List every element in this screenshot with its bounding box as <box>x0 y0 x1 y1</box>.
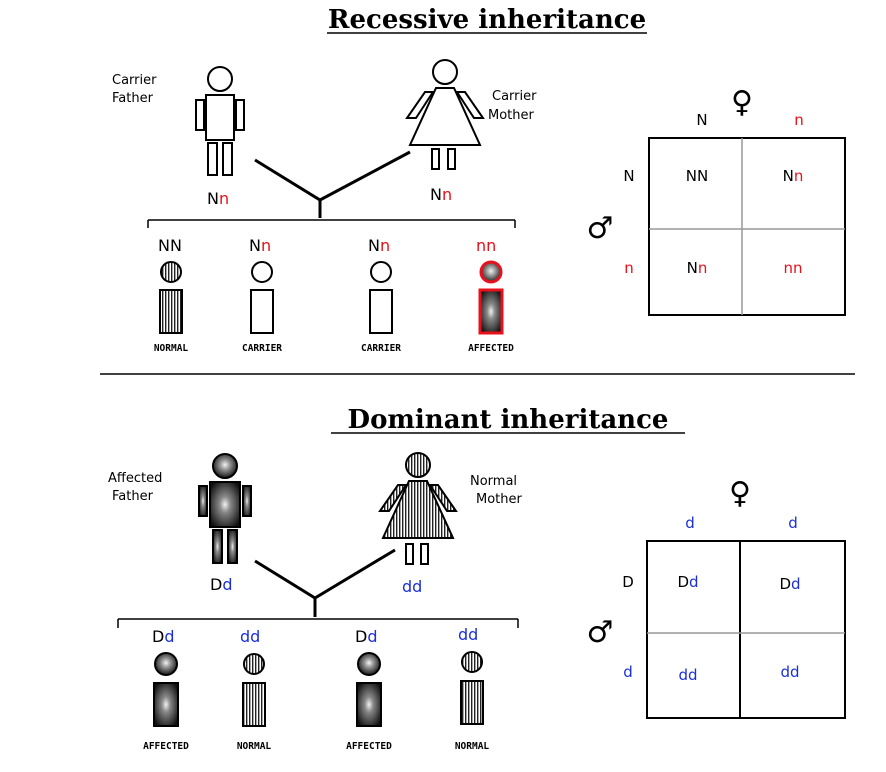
recessive-child-carrier: Nn CARRIER <box>242 236 282 354</box>
punnett-cell: Dd <box>677 573 698 591</box>
male-symbol: ♂ <box>587 615 614 650</box>
child-4-status: NORMAL <box>455 741 490 752</box>
mother-figure <box>405 59 485 170</box>
carrier-mother: Carrier Mother Nn <box>405 59 537 204</box>
recessive-child-affected: nn AFFECTED <box>468 236 514 354</box>
child-4-status: AFFECTED <box>468 343 514 354</box>
punnett-cell: Nn <box>783 167 804 185</box>
father-genotype: Dd <box>210 575 232 594</box>
punnett-row-header-2: n <box>624 259 634 277</box>
mother-label-line2: Mother <box>476 492 523 507</box>
mother-genotype: Nn <box>430 185 452 204</box>
mother-figure <box>378 452 458 565</box>
female-symbol: ♀ <box>731 85 753 120</box>
child-1-status: AFFECTED <box>143 741 189 752</box>
punnett-col-header-2: n <box>794 111 804 129</box>
child-3-genotype: Dd <box>355 627 377 646</box>
recessive-section: Recessive inheritance Carrier Father Nn <box>112 5 846 354</box>
child-1-genotype: NN <box>158 236 182 255</box>
normal-mother: Normal Mother dd <box>378 452 523 596</box>
father-genotype: Nn <box>207 189 229 208</box>
child-4-genotype: dd <box>458 625 478 644</box>
dominant-child-affected: Dd AFFECTED <box>143 627 189 752</box>
recessive-title: Recessive inheritance <box>328 5 646 35</box>
recessive-family-connector <box>147 150 516 228</box>
dominant-child-normal: dd NORMAL <box>237 627 272 752</box>
father-label-line1: Affected <box>108 471 162 486</box>
recessive-child-carrier: Nn CARRIER <box>361 236 401 354</box>
child-1-status: NORMAL <box>154 343 189 354</box>
recessive-child-normal: NN NORMAL <box>154 236 189 354</box>
affected-father: Affected Father Dd <box>108 453 252 594</box>
father-label-line2: Father <box>112 489 154 504</box>
punnett-row-header-1: N <box>623 167 634 185</box>
punnett-cell: dd <box>678 666 697 684</box>
child-3-genotype: Nn <box>368 236 390 255</box>
male-symbol: ♂ <box>587 211 614 246</box>
child-1-genotype: Dd <box>152 627 174 646</box>
punnett-cell: Nn <box>687 259 708 277</box>
father-label-line2: Father <box>112 91 154 106</box>
child-4-genotype: nn <box>476 236 496 255</box>
child-3-status: CARRIER <box>361 343 401 354</box>
punnett-cell: NN <box>686 167 708 185</box>
dominant-family-connector <box>117 548 519 628</box>
mother-label-line2: Mother <box>488 108 535 123</box>
mother-label-line1: Carrier <box>492 89 537 104</box>
dominant-child-normal: dd NORMAL <box>455 625 490 752</box>
father-figure <box>198 453 252 564</box>
father-figure <box>195 66 245 176</box>
mother-genotype: dd <box>402 577 422 596</box>
child-3-status: AFFECTED <box>346 741 392 752</box>
punnett-cell: Dd <box>779 575 800 593</box>
punnett-cell: dd <box>780 663 799 681</box>
mother-label-line1: Normal <box>470 474 517 489</box>
punnett-col-header-2: d <box>788 514 798 532</box>
dominant-title: Dominant inheritance <box>348 405 669 435</box>
child-2-genotype: Nn <box>249 236 271 255</box>
father-label-line1: Carrier <box>112 73 157 88</box>
child-2-status: NORMAL <box>237 741 272 752</box>
punnett-row-header-1: D <box>622 573 634 591</box>
dominant-child-affected: Dd AFFECTED <box>346 627 392 752</box>
punnett-col-header-1: d <box>685 514 695 532</box>
carrier-father: Carrier Father Nn <box>112 66 245 208</box>
punnett-row-header-2: d <box>623 663 633 681</box>
punnett-cell: nn <box>783 259 802 277</box>
recessive-punnett-square: ♀ N n N n ♂ NN Nn Nn nn <box>587 85 846 316</box>
dominant-punnett-square: ♀ d d D d ♂ Dd Dd dd dd <box>587 476 846 719</box>
dominant-section: Dominant inheritance Affected Father Dd <box>108 405 846 752</box>
child-2-status: CARRIER <box>242 343 282 354</box>
female-symbol: ♀ <box>729 476 751 511</box>
child-2-genotype: dd <box>240 627 260 646</box>
punnett-col-header-1: N <box>696 111 707 129</box>
